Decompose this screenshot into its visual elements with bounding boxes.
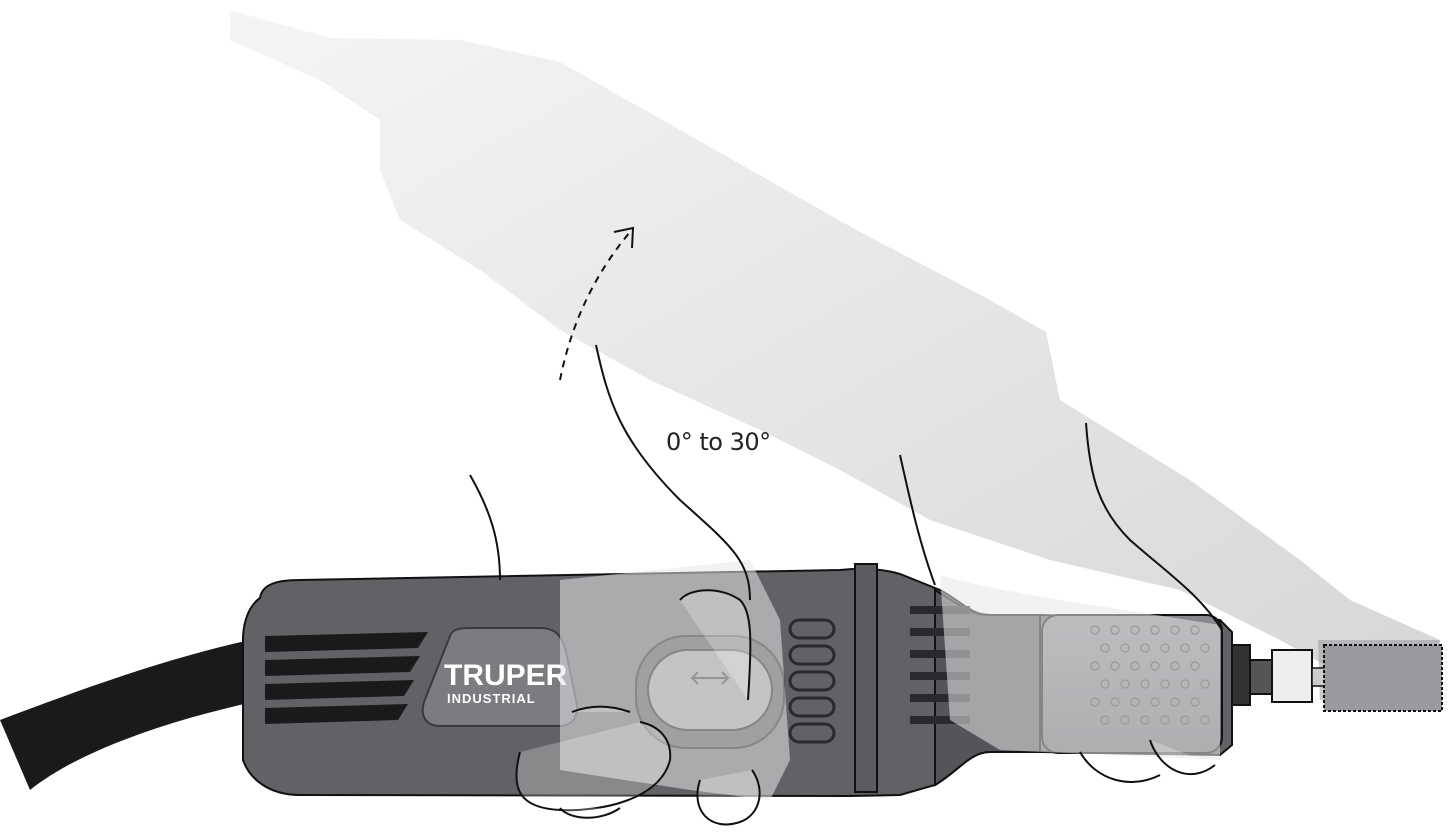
vent-slots (265, 632, 428, 724)
outline-curves (469, 344, 1223, 631)
brand-subname: INDUSTRIAL (447, 691, 536, 706)
grinding-bit (1323, 644, 1443, 712)
angle-range-label: 0° to 30° (666, 428, 771, 456)
curved-arrow-icon (559, 226, 635, 381)
body-ribs (788, 618, 836, 744)
brand-name: TRUPER (444, 659, 568, 692)
power-cord (0, 640, 262, 790)
holding-hand (515, 589, 1216, 826)
collar-fins (910, 606, 970, 724)
ghost-hand (560, 560, 1220, 800)
